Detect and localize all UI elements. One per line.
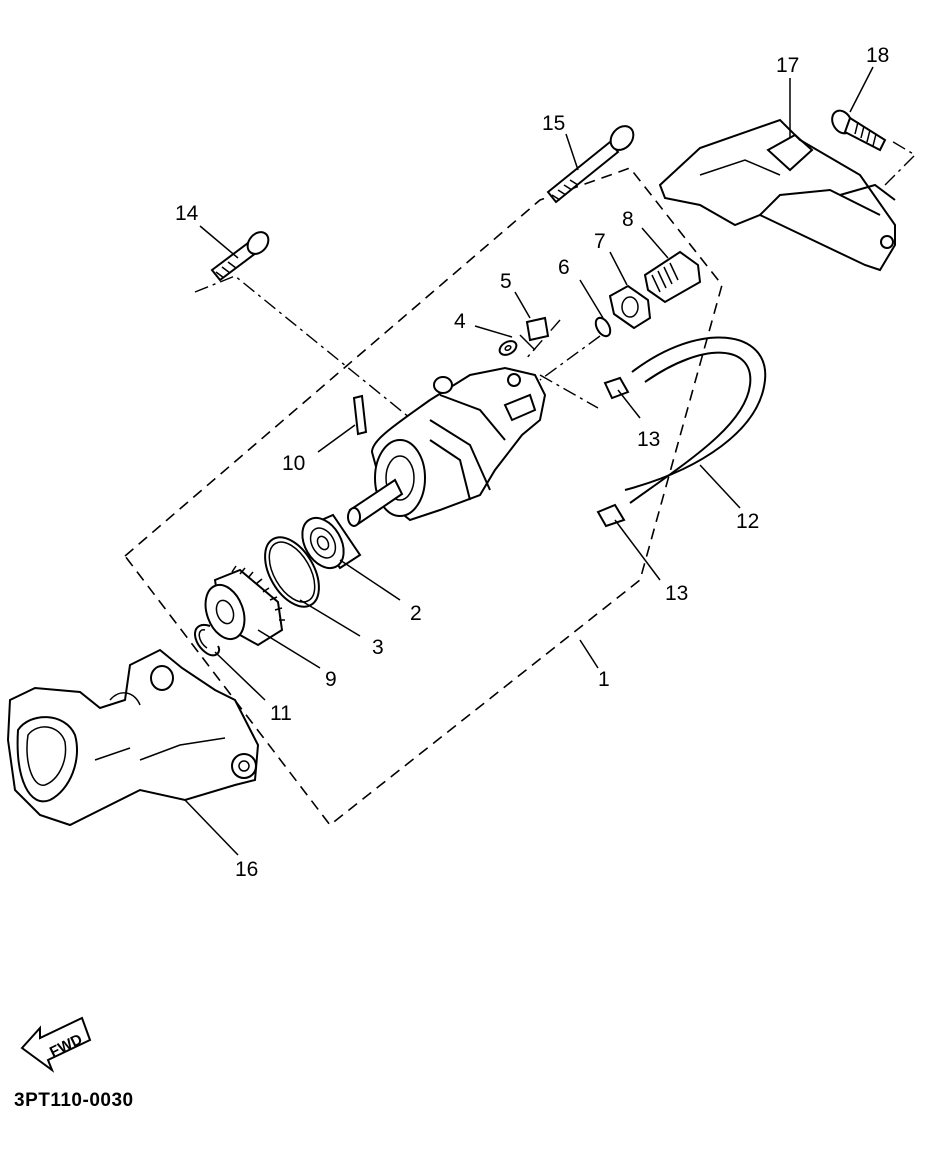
- label-part-13-upper: 13: [637, 428, 660, 451]
- label-part-11: 11: [270, 702, 292, 725]
- o-ring: [264, 536, 320, 608]
- union-bolt: [643, 250, 702, 304]
- label-part-4: 4: [454, 310, 466, 333]
- assembly-boundary: [124, 167, 723, 827]
- label-part-13-lower: 13: [665, 582, 688, 605]
- label-part-6: 6: [558, 256, 570, 279]
- label-part-7: 7: [594, 230, 606, 253]
- bleed-screw: [519, 316, 550, 351]
- circlip: [194, 623, 221, 657]
- center-lines: [194, 139, 917, 419]
- label-part-15: 15: [542, 112, 565, 135]
- label-part-3: 3: [372, 636, 384, 659]
- label-part-17: 17: [776, 54, 799, 77]
- label-part-9: 9: [325, 668, 337, 691]
- label-part-1: 1: [598, 668, 610, 691]
- gasket-ring: [594, 316, 612, 338]
- hose-clamp-lower: [596, 503, 626, 528]
- hose-clamp-upper: [603, 376, 630, 400]
- label-part-5: 5: [500, 270, 512, 293]
- dowel-pin: [352, 394, 368, 436]
- label-part-18: 18: [866, 44, 889, 67]
- fwd-arrow-icon: FWD: [20, 1016, 92, 1073]
- tapping-screw: [831, 109, 887, 152]
- bearing: [301, 513, 362, 570]
- oil-pump-body: [347, 366, 547, 527]
- bracket-part: [658, 118, 896, 272]
- label-part-14: 14: [175, 202, 199, 225]
- long-bolt: [546, 125, 635, 204]
- drawing-number: 3PT110-0030: [14, 1090, 134, 1111]
- short-bolt: [210, 231, 270, 282]
- label-part-16: 16: [235, 858, 258, 881]
- label-part-10: 10: [282, 452, 305, 475]
- washer-small: [498, 340, 518, 356]
- drive-gear: [204, 565, 285, 647]
- nut: [608, 284, 652, 330]
- label-part-8: 8: [622, 208, 634, 231]
- crankcase-cover: [6, 648, 260, 827]
- oil-hose: [624, 336, 767, 504]
- label-part-2: 2: [410, 602, 422, 625]
- part-labels: 1 2 3 4 5 6 7 8 9 10 11 12 13 13 14 15 1…: [175, 44, 889, 881]
- leader-lines: [184, 66, 874, 856]
- label-part-12: 12: [736, 510, 759, 533]
